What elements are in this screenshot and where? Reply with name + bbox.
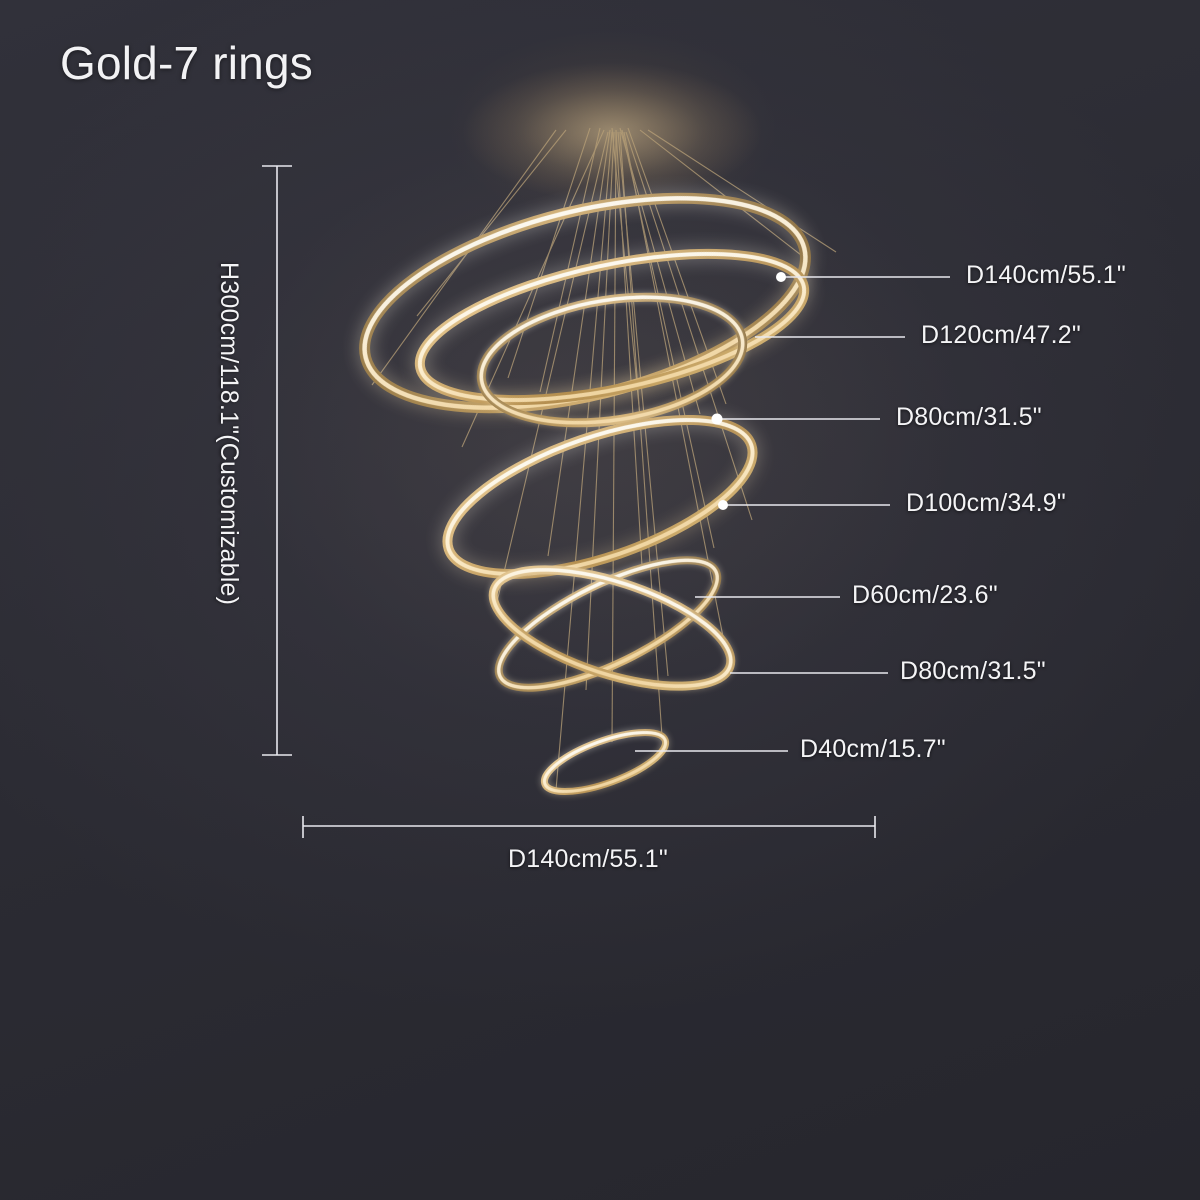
ring-d120 — [414, 248, 810, 406]
callout-label-ring-7: D40cm/15.7" — [800, 735, 946, 763]
leader-dot-ring-1 — [776, 272, 786, 282]
ring-d100 — [442, 414, 758, 580]
ring-d40 — [540, 729, 670, 795]
vertical-dimension-label: H300cm/118.1"(Customizable) — [215, 262, 243, 606]
vertical-dimension-line — [262, 165, 292, 756]
ring-d80-lower — [488, 565, 736, 691]
callout-label-ring-4: D100cm/34.9" — [906, 489, 1066, 517]
leader-dot-ring-4 — [718, 500, 728, 510]
leader-dots — [711, 272, 786, 510]
page-title: Gold-7 rings — [60, 37, 313, 89]
callout-label-ring-5: D60cm/23.6" — [852, 581, 998, 609]
callout-label-ring-3: D80cm/31.5" — [896, 403, 1042, 431]
callout-label-ring-2: D120cm/47.2" — [921, 321, 1081, 349]
ring-d60 — [494, 556, 722, 692]
leader-dot-ring-3 — [711, 413, 723, 425]
suspension-cables — [371, 127, 837, 791]
horizontal-dimension-label: D140cm/55.1" — [508, 845, 668, 873]
callout-label-ring-1: D140cm/55.1" — [966, 261, 1126, 289]
callout-label-ring-6: D80cm/31.5" — [900, 657, 1046, 685]
horizontal-dimension-line — [302, 816, 876, 838]
dimension-lines — [262, 165, 950, 838]
